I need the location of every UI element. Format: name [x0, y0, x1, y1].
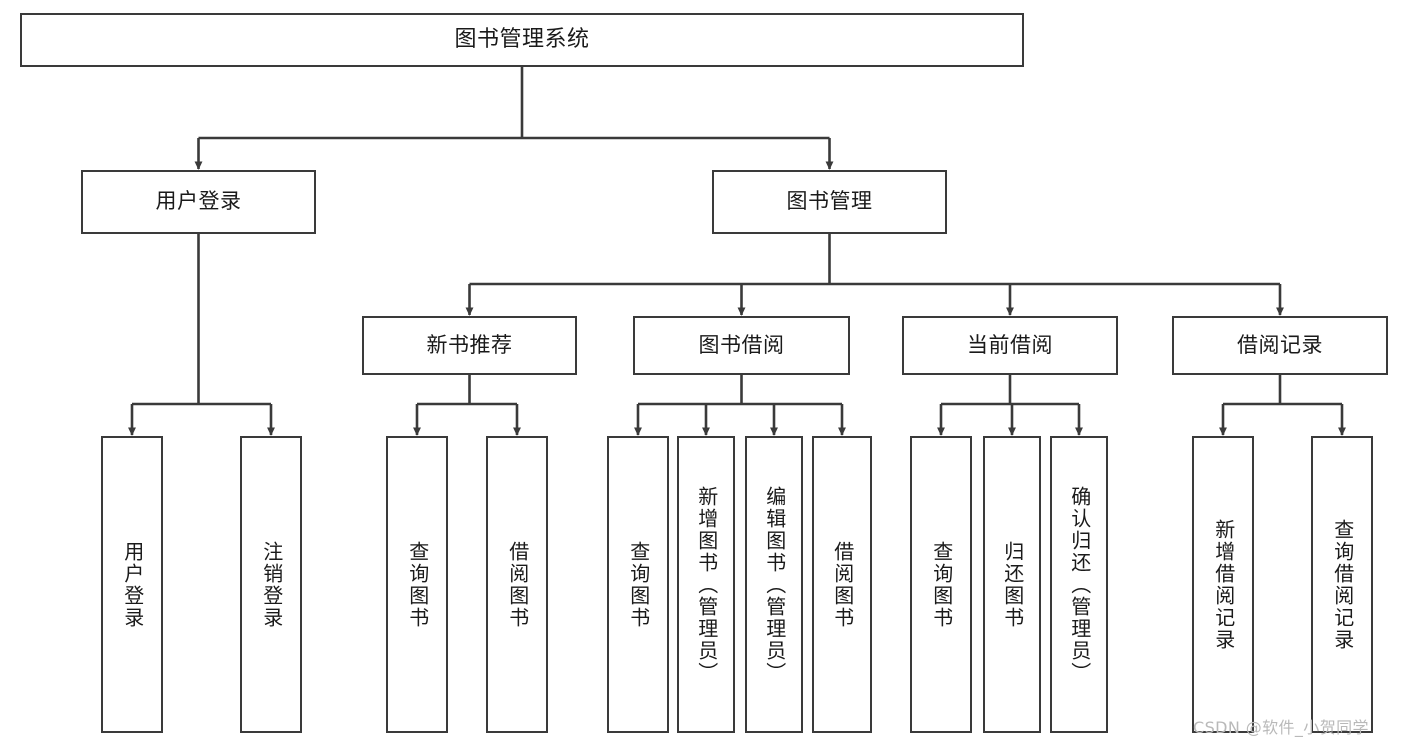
node-label: 查询图书: [626, 540, 651, 629]
node-label: 查询图书: [405, 540, 430, 629]
node-user-login[interactable]: 用户登录: [81, 170, 316, 234]
node-leaf-edit-book[interactable]: 编辑图书（管理员）: [745, 436, 803, 733]
node-label: 借阅图书: [505, 540, 530, 629]
node-current-borrow[interactable]: 当前借阅: [902, 316, 1118, 375]
node-leaf-borrow-book-2[interactable]: 借阅图书: [812, 436, 872, 733]
watermark-text: CSDN @软件_小贺同学: [1193, 718, 1369, 737]
node-leaf-add-record[interactable]: 新增借阅记录: [1192, 436, 1254, 733]
node-leaf-confirm-return[interactable]: 确认归还（管理员）: [1050, 436, 1108, 733]
node-label: 图书借阅: [698, 332, 785, 357]
node-leaf-query-book-3[interactable]: 查询图书: [910, 436, 972, 733]
node-leaf-add-book[interactable]: 新增图书（管理员）: [677, 436, 735, 733]
node-label: 用户登录: [155, 189, 242, 214]
node-label: 当前借阅: [967, 332, 1053, 357]
node-label: 查询借阅记录: [1330, 518, 1355, 651]
node-label: 注销登录: [259, 540, 284, 629]
node-label: 借阅记录: [1237, 332, 1323, 357]
node-label: 查询图书: [929, 540, 954, 629]
node-label: 新增借阅记录: [1211, 518, 1236, 651]
node-label: 新书推荐: [426, 332, 513, 357]
node-book-manage[interactable]: 图书管理: [712, 170, 947, 234]
node-leaf-query-book-2[interactable]: 查询图书: [607, 436, 669, 733]
node-label: 编辑图书（管理员）: [762, 485, 787, 684]
node-leaf-query-book-1[interactable]: 查询图书: [386, 436, 448, 733]
node-label: 图书管理: [786, 189, 873, 214]
node-leaf-return-book[interactable]: 归还图书: [983, 436, 1041, 733]
node-borrow-record[interactable]: 借阅记录: [1172, 316, 1388, 375]
node-leaf-borrow-book-1[interactable]: 借阅图书: [486, 436, 548, 733]
node-leaf-user-logout[interactable]: 注销登录: [240, 436, 302, 733]
node-root[interactable]: 图书管理系统: [20, 13, 1024, 67]
node-new-book-rec[interactable]: 新书推荐: [362, 316, 577, 375]
node-label: 归还图书: [1000, 540, 1025, 629]
node-book-borrow[interactable]: 图书借阅: [633, 316, 850, 375]
node-leaf-user-login[interactable]: 用户登录: [101, 436, 163, 733]
node-label: 借阅图书: [830, 540, 855, 629]
node-leaf-query-record[interactable]: 查询借阅记录: [1311, 436, 1373, 733]
node-label: 用户登录: [120, 540, 145, 629]
node-label: 确认归还（管理员）: [1067, 485, 1092, 684]
node-label: 新增图书（管理员）: [694, 485, 719, 684]
node-label: 图书管理系统: [454, 26, 590, 52]
